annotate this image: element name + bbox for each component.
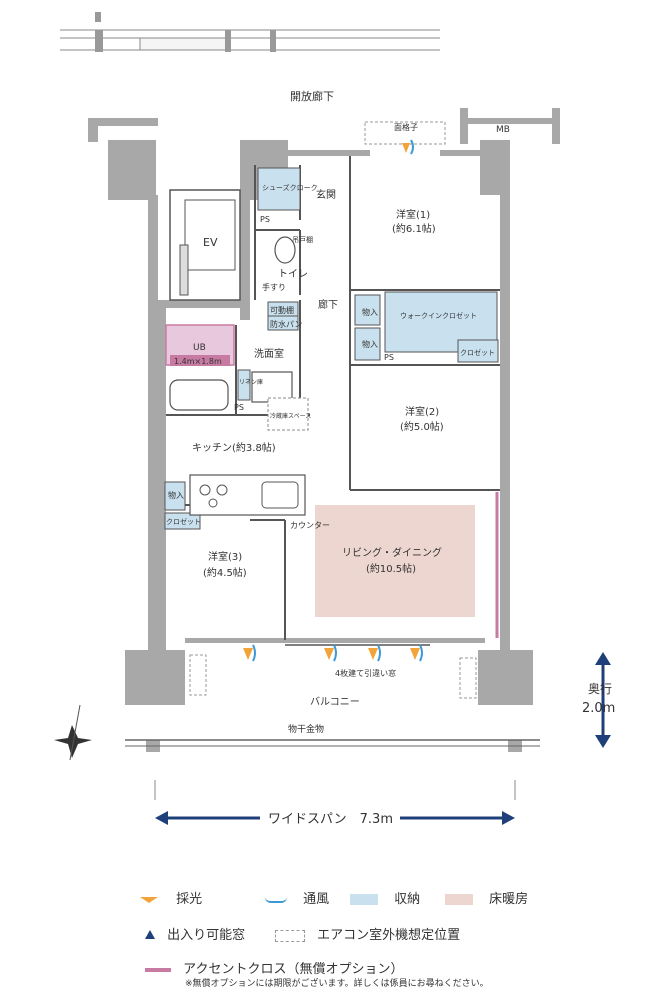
room1-size-label: (約6.1帖) <box>392 222 436 235</box>
light-icon <box>140 897 158 903</box>
floor-heat-swatch <box>445 894 473 905</box>
storage-label: 物入 <box>362 339 378 349</box>
storage-swatch <box>350 894 378 905</box>
mb-label: MB <box>496 125 510 135</box>
legend-door-window: 出入り可能窓 <box>145 924 245 943</box>
living-label: リビング・ダイニング <box>342 546 442 559</box>
legend-door-window-label: 出入り可能窓 <box>167 928 246 943</box>
floor-heating-area <box>315 505 475 617</box>
ub-label: UB <box>193 343 206 353</box>
shelf-label: 吊戸棚 <box>292 235 313 244</box>
entrance-label: 玄関 <box>316 188 336 201</box>
compass-icon <box>54 704 92 761</box>
stove-burner <box>199 484 211 496</box>
handrail-label: 手すり <box>262 282 286 292</box>
room2-label: 洋室(2) <box>405 405 439 418</box>
ub-size-label: 1.4m×1.8m <box>174 357 222 366</box>
corridor-label: 開放廊下 <box>290 89 334 103</box>
legend-note: ※無償オプションには期限がございます。詳しくは係員にお尋ねください。 <box>185 976 489 989</box>
washroom-label: 洗面室 <box>254 347 284 360</box>
room3-label: 洋室(3) <box>208 550 242 563</box>
drying-label: 物干金物 <box>288 723 324 735</box>
window-label: 4枚建て引違い窓 <box>335 668 396 678</box>
elevator <box>169 189 241 301</box>
upper-structure <box>60 12 440 52</box>
legend-floor-heat: 床暖房 <box>445 888 528 907</box>
legend-light: 採光 <box>140 888 202 907</box>
legend-accent: アクセントクロス（無償オプション） <box>145 958 404 977</box>
toilet-label: トイレ <box>278 269 308 280</box>
counter-label: カウンター <box>290 521 330 530</box>
depth-label: 奥行 <box>588 682 612 696</box>
shelf-movable-label: 可動棚 <box>270 305 294 315</box>
room2-size-label: (約5.0帖) <box>400 420 444 433</box>
closet-label: クロゼット <box>460 348 495 357</box>
depth-value: 2.0m <box>582 701 615 716</box>
legend-light-label: 採光 <box>176 892 203 907</box>
ev-label: EV <box>203 236 218 249</box>
ps-label: PS <box>234 403 244 412</box>
hallway-label: 廊下 <box>318 298 338 311</box>
legend-floor-heat-label: 床暖房 <box>489 892 529 907</box>
stove-burner <box>208 498 218 508</box>
room1-label: 洋室(1) <box>396 208 430 221</box>
grille-label: 面格子 <box>394 122 418 132</box>
legend-storage-label: 収納 <box>394 892 421 907</box>
storage-label: 物入 <box>168 490 184 500</box>
legend-note-text: ※無償オプションには期限がございます。詳しくは係員にお尋ねください。 <box>185 979 489 989</box>
waterproof-pan-label: 防水パン <box>270 319 302 329</box>
shoes-closet-label: シューズクローク <box>262 183 318 192</box>
aircon-swatch <box>275 929 305 942</box>
span-arrow <box>154 780 516 825</box>
bathtub <box>169 379 229 411</box>
depth-arrow <box>595 652 611 748</box>
walkin-label: ウォークインクロゼット <box>400 311 477 320</box>
door-window-icon <box>145 930 155 939</box>
toilet-bowl <box>274 236 296 264</box>
legend-aircon: エアコン室外機想定位置 <box>275 924 460 943</box>
wind-icon <box>265 897 287 903</box>
legend-wind-label: 通風 <box>303 892 330 907</box>
ps-label: PS <box>260 215 270 224</box>
ub-size-tag <box>170 355 230 366</box>
ps-label: PS <box>384 353 394 362</box>
legend-accent-label: アクセントクロス（無償オプション） <box>183 962 404 977</box>
stove-burner <box>216 484 228 496</box>
living-size-label: (約10.5帖) <box>366 562 416 575</box>
kitchen-label: キッチン(約3.8帖) <box>192 441 276 454</box>
storage-areas <box>164 167 499 530</box>
legend-storage: 収納 <box>350 888 420 907</box>
fridge-label: 冷蔵庫スペース <box>270 412 311 420</box>
storage-label: 物入 <box>362 307 378 317</box>
fridge-space <box>267 397 309 431</box>
closet-label: クロゼット <box>166 517 201 526</box>
accent-swatch <box>145 967 171 972</box>
legend-aircon-label: エアコン室外機想定位置 <box>317 928 461 943</box>
walls <box>88 108 560 752</box>
ventilation-markers <box>243 139 423 662</box>
legend-wind: 通風 <box>265 888 329 907</box>
span-label: ワイドスパン 7.3m <box>268 812 393 827</box>
linen-label: リネン庫 <box>239 378 263 386</box>
room3-size-label: (約4.5帖) <box>203 566 247 579</box>
balcony-label: バルコニー <box>310 696 360 708</box>
sink <box>261 481 299 509</box>
